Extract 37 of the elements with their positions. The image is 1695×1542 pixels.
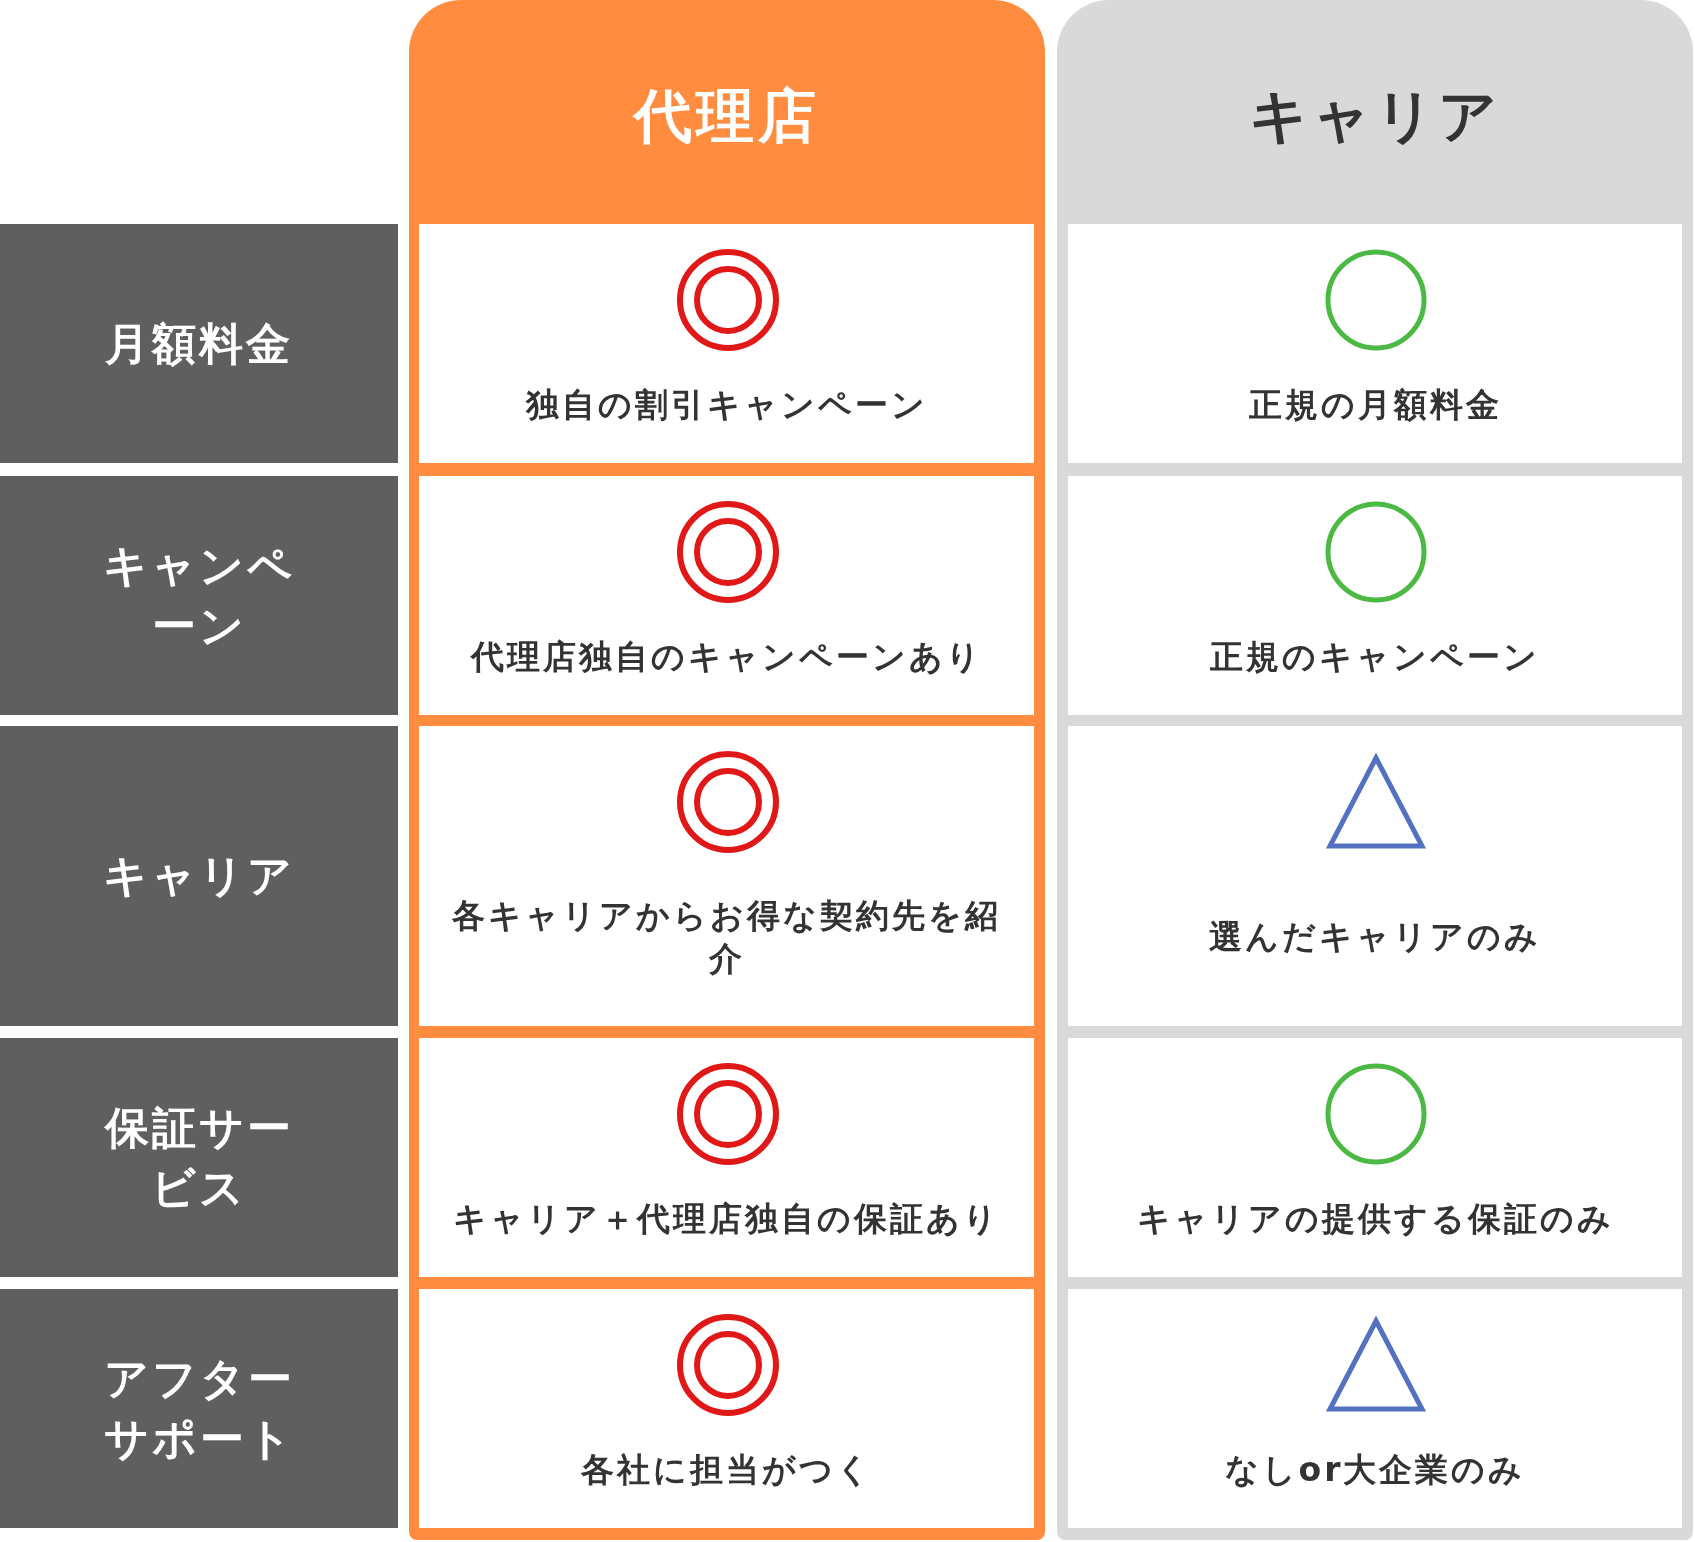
cell-text: 選んだキャリアのみ <box>1209 916 1541 959</box>
table-cell <box>1068 1289 1682 1528</box>
column-heading: 代理店 <box>631 81 821 152</box>
table-cell <box>1068 726 1682 1026</box>
table-cell <box>1068 224 1682 463</box>
cell-text: なしor大企業のみ <box>1224 1448 1526 1491</box>
row-header: キャリア <box>0 726 398 1026</box>
double-circle-icon <box>676 248 780 352</box>
column-panel <box>409 0 1045 1540</box>
row-header: 保証サービス <box>0 1038 398 1277</box>
row-header: アフターサポート <box>0 1289 398 1528</box>
double-circle-icon <box>676 500 780 604</box>
circle-icon <box>1324 248 1428 352</box>
double-circle-icon <box>676 1313 780 1417</box>
cell-text: キャリア＋代理店独自の保証あり <box>453 1197 1000 1240</box>
circle-icon <box>1324 500 1428 604</box>
column-panel <box>1057 0 1693 1540</box>
double-circle-icon <box>676 750 780 854</box>
row-header: キャンペーン <box>0 476 398 715</box>
table-cell <box>419 1289 1034 1528</box>
cell-text: 代理店独自のキャンペーンあり <box>470 635 983 678</box>
cell-text: 正規のキャンペーン <box>1210 635 1540 678</box>
table-cell <box>1068 476 1682 715</box>
double-circle-icon <box>676 1062 780 1166</box>
row-header: 月額料金 <box>0 224 398 463</box>
cell-text: 各社に担当がつく <box>580 1448 873 1491</box>
table-cell <box>419 224 1034 463</box>
cell-text: 各キャリアからお得な契約先を紹介 <box>451 894 1002 980</box>
table-cell <box>419 1038 1034 1277</box>
circle-icon <box>1324 1062 1428 1166</box>
table-cell <box>419 726 1034 1026</box>
cell-text: 独自の割引キャンペーン <box>525 383 928 426</box>
table-cell <box>419 476 1034 715</box>
table-cell <box>1068 1038 1682 1277</box>
cell-text: 正規の月額料金 <box>1248 383 1502 426</box>
column-heading: キャリア <box>1248 81 1502 152</box>
cell-text: キャリアの提供する保証のみ <box>1136 1197 1614 1240</box>
